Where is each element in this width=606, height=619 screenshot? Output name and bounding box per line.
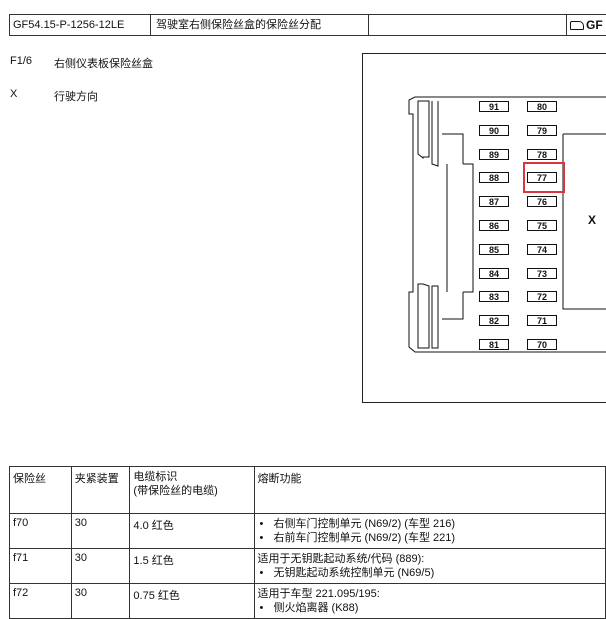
direction-label: X [588, 213, 597, 227]
fuse-box-outline [408, 96, 606, 353]
fuse-slot: 72 [527, 291, 557, 303]
fuse-slot: 85 [479, 243, 509, 255]
table-header-row: 保险丝 夹紧装置 电缆标识 (带保险丝的电缆) 熔断功能 [9, 466, 606, 514]
fuse-slot: 74 [527, 243, 557, 255]
fuse-slot: 78 [527, 148, 557, 160]
fuse-slot: 73 [527, 267, 557, 279]
cell-clamp: 30 [70, 548, 131, 584]
fuse-slot: 79 [527, 124, 557, 136]
cell-func: 适用于车型 221.095/195: 侧火焰离器 (K88) [253, 583, 606, 619]
fuse-slot: 89 [479, 148, 509, 160]
header-cable-title: 电缆标识 [133, 471, 178, 483]
header-divider [150, 15, 151, 35]
cell-func: 右侧车门控制单元 (N69/2) (车型 216) 右前车门控制单元 (N69/… [253, 513, 606, 549]
doc-id: GF54.15-P-1256-12LE [13, 19, 125, 31]
fuse-table: 保险丝 夹紧装置 电缆标识 (带保险丝的电缆) 熔断功能 f70 30 4.0 … [9, 466, 606, 619]
fuse-slot: 82 [479, 315, 509, 327]
header-fuse: 保险丝 [9, 466, 72, 514]
func-line: 侧火焰离器 (K88) [258, 601, 603, 615]
fuse-slot: 84 [479, 267, 509, 279]
fuse-box-diagram: 91 90 89 88 87 86 85 84 83 82 81 80 79 7… [362, 53, 606, 403]
header-clamp: 夹紧装置 [70, 466, 131, 514]
func-line: 适用于无钥匙起动系统/代码 (889): [257, 553, 425, 565]
cell-cable: 4.0 红色 [129, 513, 255, 549]
legend-text-f1-6: 右侧仪表板保险丝盒 [54, 58, 153, 70]
table-row: f70 30 4.0 红色 右侧车门控制单元 (N69/2) (车型 216) … [9, 513, 606, 549]
fuse-slot: 91 [479, 101, 509, 112]
fuse-slot: 90 [479, 124, 509, 136]
cell-clamp: 30 [70, 513, 131, 549]
cell-cable: 0.75 红色 [129, 583, 255, 619]
cell-cable: 1.5 红色 [129, 548, 255, 584]
header-divider [368, 15, 369, 35]
legend-text-x: 行驶方向 [54, 91, 98, 103]
car-icon [570, 21, 584, 30]
header-cable: 电缆标识 (带保险丝的电缆) [129, 466, 255, 514]
fuse-slot: 87 [479, 196, 509, 208]
fuse-slot: 77 [527, 172, 557, 184]
legend-key-f1-6: F1/6 [10, 55, 33, 67]
fuse-slot: 86 [479, 220, 509, 231]
table-row: f71 30 1.5 红色 适用于无钥匙起动系统/代码 (889): 无钥匙起动… [9, 548, 606, 584]
fuse-slot: 81 [479, 339, 509, 350]
table-row: f72 30 0.75 红色 适用于车型 221.095/195: 侧火焰离器 … [9, 583, 606, 619]
fuse-slot: 83 [479, 291, 509, 303]
func-line: 右侧车门控制单元 (N69/2) (车型 216) [258, 517, 603, 531]
cell-clamp: 30 [70, 583, 131, 619]
cell-func: 适用于无钥匙起动系统/代码 (889): 无钥匙起动系统控制单元 (N69/5) [253, 548, 606, 584]
legend-key-x: X [10, 88, 18, 100]
page-title: 驾驶室右侧保险丝盒的保险丝分配 [156, 19, 321, 31]
func-line: 适用于车型 221.095/195: [257, 588, 380, 600]
fuse-slot: 76 [527, 196, 557, 208]
header-cable-sub: (带保险丝的电缆) [133, 485, 218, 497]
fuse-slot: 80 [527, 101, 557, 112]
fuse-slot: 70 [527, 339, 557, 350]
cell-fuse: f71 [9, 548, 72, 584]
cell-fuse: f72 [9, 583, 72, 619]
cell-fuse: f70 [9, 513, 72, 549]
fuse-slot: 75 [527, 220, 557, 231]
header-func: 熔断功能 [253, 466, 606, 514]
header-tag: GF [570, 15, 606, 35]
func-line: 右前车门控制单元 (N69/2) (车型 221) [258, 531, 603, 545]
func-line: 无钥匙起动系统控制单元 (N69/5) [258, 566, 603, 580]
highlighted-fuse-frame [523, 162, 565, 194]
header-divider [566, 15, 567, 35]
document-header: GF54.15-P-1256-12LE 驾驶室右侧保险丝盒的保险丝分配 GF [9, 14, 606, 36]
fuse-slot: 71 [527, 315, 557, 327]
fuse-slot: 88 [479, 172, 509, 184]
header-tag-text: GF [586, 18, 603, 32]
